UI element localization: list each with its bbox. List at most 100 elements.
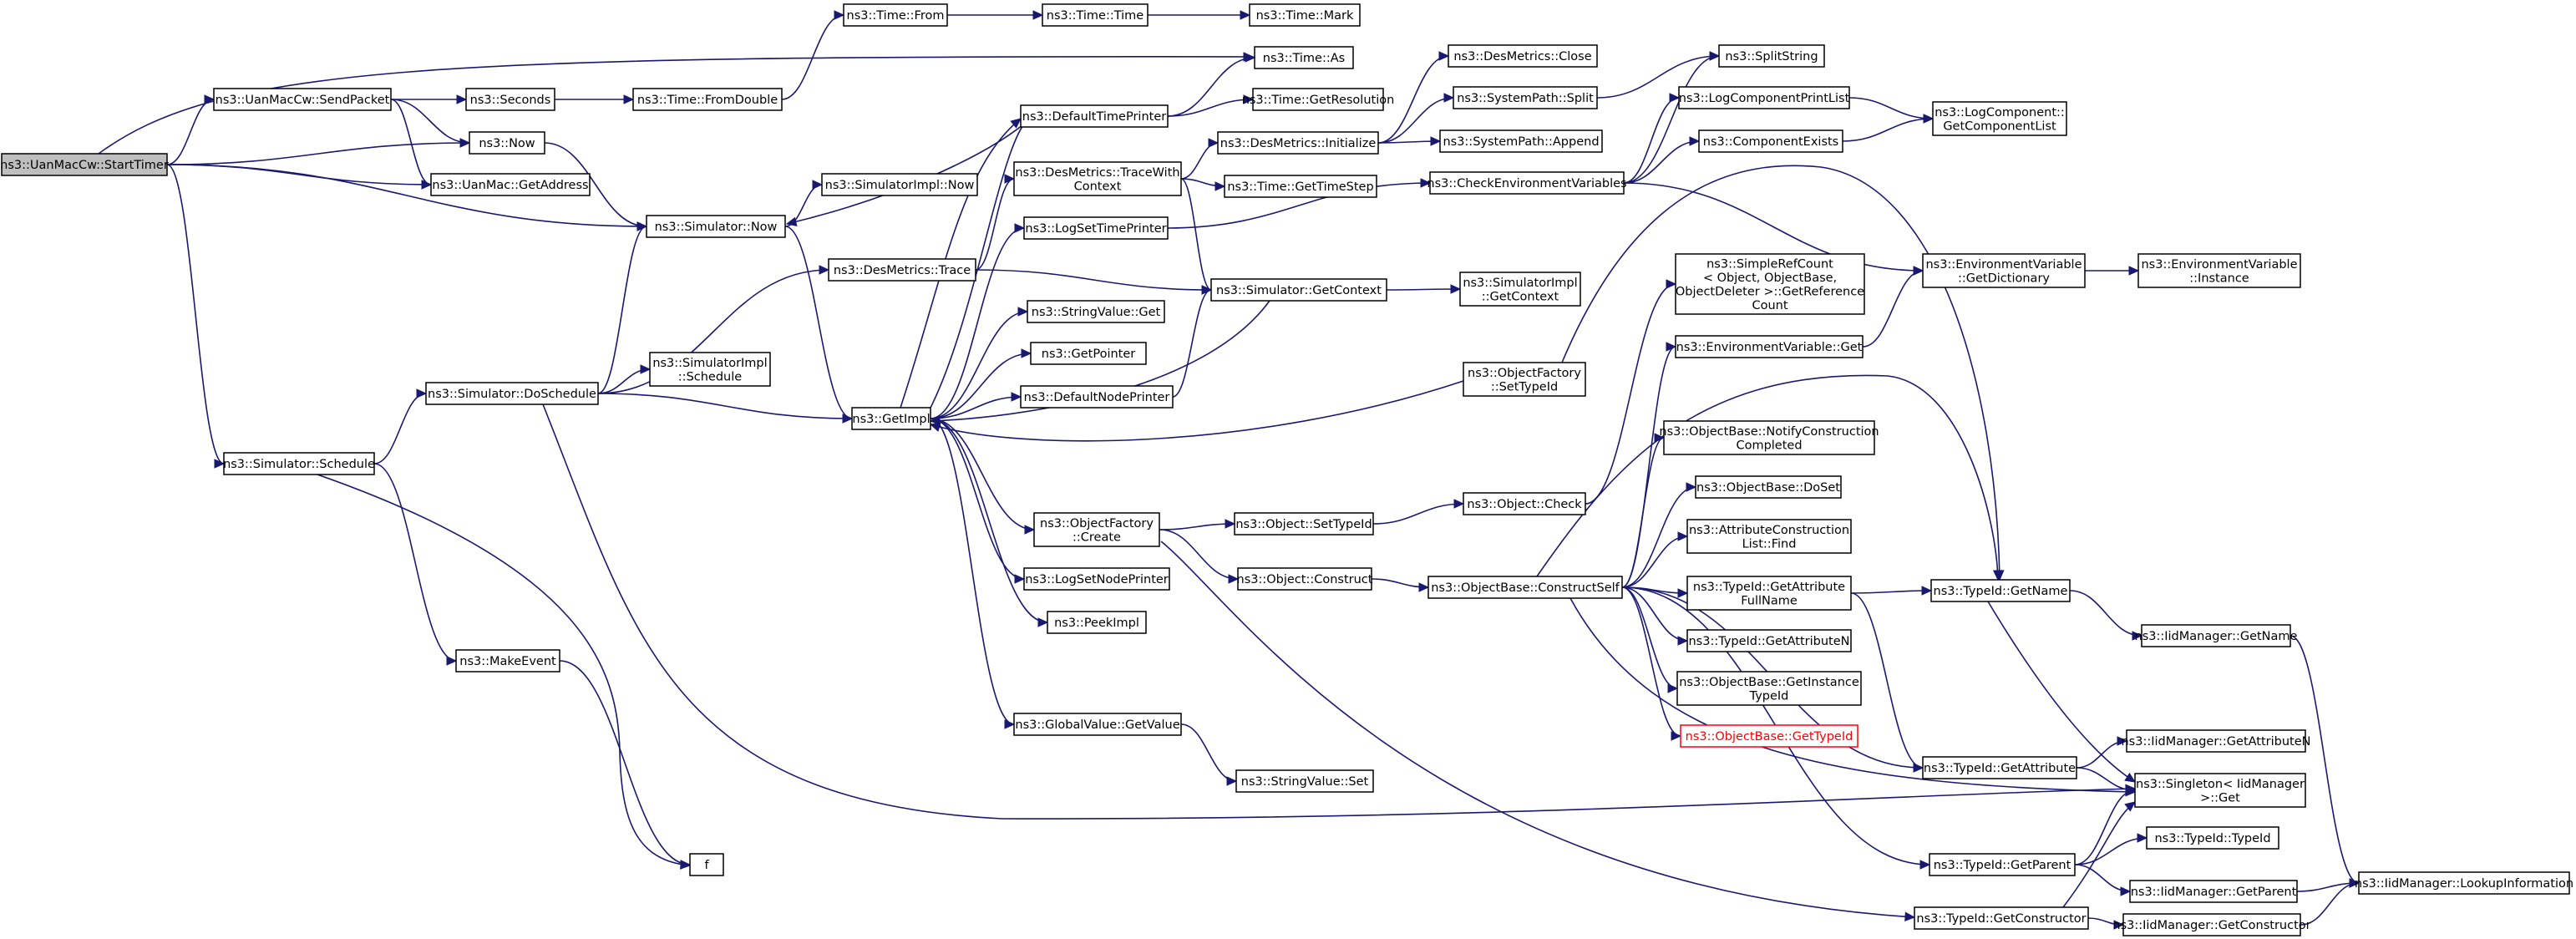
node-label: ns3::Simulator::DoSchedule <box>428 388 596 401</box>
node-makeevent[interactable]: ns3::MakeEvent <box>455 649 560 673</box>
node-notifyconstruction[interactable]: ns3::ObjectBase::NotifyConstructionCompl… <box>1659 420 1879 455</box>
node-defaulttimeprinter[interactable]: ns3::DefaultTimePrinter <box>1020 104 1169 128</box>
node-simimplnow[interactable]: ns3::SimulatorImpl::Now <box>821 173 978 196</box>
node-now[interactable]: ns3::Now <box>469 131 545 155</box>
node-defaultnodeprinter[interactable]: ns3::DefaultNodePrinter <box>1020 385 1174 409</box>
node-seconds[interactable]: ns3::Seconds <box>465 88 555 111</box>
edge-line <box>1987 601 2136 783</box>
edge-line <box>373 393 427 464</box>
node-getattributen[interactable]: ns3::TypeId::GetAttributeN <box>1686 629 1852 652</box>
edge-arrowhead <box>416 388 428 398</box>
node-box <box>1686 519 1852 554</box>
node-simgetcontext[interactable]: ns3::Simulator::GetContext <box>1210 278 1387 302</box>
node-stringvalueset[interactable]: ns3::StringValue::Set <box>1235 769 1374 793</box>
node-label: ns3::ObjectFactory <box>1468 367 1581 380</box>
edge-arrowhead <box>1992 570 2003 581</box>
node-getpointer[interactable]: ns3::GetPointer <box>1030 342 1147 365</box>
node-schedule[interactable]: ns3::Simulator::Schedule <box>223 452 375 475</box>
node-fromdouble[interactable]: ns3::Time::FromDouble <box>632 88 783 111</box>
node-box <box>1463 492 1586 515</box>
node-iidgetname[interactable]: ns3::IidManager::GetName <box>2135 624 2298 647</box>
node-objsettypeid[interactable]: ns3::Object::SetTypeId <box>1234 512 1374 535</box>
node-doschedule[interactable]: ns3::Simulator::DoSchedule <box>425 382 599 405</box>
node-from[interactable]: ns3::Time::From <box>843 3 948 27</box>
node-mark[interactable]: ns3::Time::Mark <box>1249 3 1361 27</box>
node-typeidgetname[interactable]: ns3::TypeId::GetName <box>1930 579 2071 602</box>
node-label: ns3::TypeId::GetAttribute <box>1693 581 1845 594</box>
node-iidgetattributen[interactable]: ns3::IidManager::GetAttributeN <box>2121 729 2311 753</box>
node-getresolution[interactable]: ns3::Time::GetResolution <box>1242 88 1395 111</box>
node-syspathsplit[interactable]: ns3::SystemPath::Split <box>1453 86 1598 109</box>
node-globalvaluegetvalue[interactable]: ns3::GlobalValue::GetValue <box>1013 713 1182 736</box>
node-logsettimeprinter[interactable]: ns3::LogSetTimePrinter <box>1023 216 1169 240</box>
edge-arrowhead <box>1011 392 1022 402</box>
node-label: ns3::UanMac::GetAddress <box>432 179 588 192</box>
node-sendpacket[interactable]: ns3::UanMacCw::SendPacket <box>213 88 392 111</box>
node-box <box>1047 611 1147 634</box>
edge-line <box>1167 57 1255 117</box>
node-splitstring[interactable]: ns3::SplitString <box>1718 44 1825 68</box>
node-syspathappend[interactable]: ns3::SystemPath::Append <box>1439 129 1603 153</box>
node-label: ns3::SimulatorImpl <box>1463 277 1577 290</box>
node-desmclose[interactable]: ns3::DesMetrics::Close <box>1448 44 1598 68</box>
node-getimpl[interactable]: ns3::GetImpl <box>851 407 931 430</box>
node-typeidgetparent[interactable]: ns3::TypeId::GetParent <box>1929 853 2076 876</box>
node-logcompgetlist[interactable]: ns3::LogComponent::GetComponentList <box>1932 101 2067 136</box>
node-envvarinstance[interactable]: ns3::EnvironmentVariable::Instance <box>2137 253 2301 288</box>
node-getaddress[interactable]: ns3::UanMac::GetAddress <box>430 173 591 196</box>
node-iidgetconstructor[interactable]: ns3::IidManager::GetConstructor <box>2112 913 2311 936</box>
edge-defaulttimeprinter-to-getresolution <box>1167 94 1255 117</box>
node-box <box>1922 756 2077 779</box>
edge-arrowhead <box>623 94 635 104</box>
node-objbasegettypeid[interactable]: ns3::ObjectBase::GetTypeId <box>1680 724 1858 748</box>
edge-sendpacket-to-now <box>390 99 471 148</box>
node-peekimpl[interactable]: ns3::PeekImpl <box>1047 611 1147 634</box>
node-constructself[interactable]: ns3::ObjectBase::ConstructSelf <box>1427 576 1623 599</box>
node-typeidtypeid[interactable]: ns3::TypeId::TypeId <box>2146 826 2279 850</box>
node-box <box>1678 86 1850 109</box>
node-checkenv[interactable]: ns3::CheckEnvironmentVariables <box>1427 171 1627 195</box>
node-gettimestep[interactable]: ns3::Time::GetTimeStep <box>1224 175 1377 198</box>
node-objfactorycreate[interactable]: ns3::ObjectFactory::Create <box>1033 512 1160 547</box>
edge-line <box>166 164 647 227</box>
node-typeidgetattribute[interactable]: ns3::TypeId::GetAttribute <box>1922 756 2077 779</box>
edge-arrowhead <box>1240 10 1251 20</box>
node-iidgetparent[interactable]: ns3::IidManager::GetParent <box>2129 880 2298 903</box>
node-objconstruct[interactable]: ns3::Object::Construct <box>1237 567 1373 591</box>
node-label: ::SetTypeId <box>1491 380 1558 393</box>
node-typeidgetconstructor[interactable]: ns3::TypeId::GetConstructor <box>1914 906 2089 930</box>
edge-arrowhead <box>1024 525 1036 535</box>
node-stringvalueget[interactable]: ns3::StringValue::Get <box>1027 300 1165 323</box>
node-componentexists[interactable]: ns3::ComponentExists <box>1698 129 1843 153</box>
edge-line <box>1842 118 1934 142</box>
node-simimplgetcontext[interactable]: ns3::SimulatorImpl::GetContext <box>1459 272 1581 307</box>
node-simplerefcount[interactable]: ns3::SimpleRefCount< Object, ObjectBase,… <box>1675 253 1865 315</box>
node-simnow[interactable]: ns3::Simulator::Now <box>646 215 786 238</box>
edge-doschedule-to-getimpl <box>597 393 854 424</box>
node-desminitialize[interactable]: ns3::DesMetrics::Initialize <box>1217 131 1379 155</box>
edge-arrowhead <box>1418 582 1430 592</box>
node-desmtrace[interactable]: ns3::DesMetrics::Trace <box>828 258 976 282</box>
node-logsetnodeprinter[interactable]: ns3::LogSetNodePrinter <box>1023 567 1170 591</box>
node-objfactorysettypeid[interactable]: ns3::ObjectFactory::SetTypeId <box>1463 362 1586 397</box>
node-simimplschedule[interactable]: ns3::SimulatorImpl::Schedule <box>649 352 771 387</box>
edge-doschedule-to-singletonget <box>542 404 2137 820</box>
node-f[interactable]: f <box>689 853 724 876</box>
node-logcompprintlist[interactable]: ns3::LogComponentPrintList <box>1678 86 1850 109</box>
node-label: ns3::PeekImpl <box>1054 617 1139 630</box>
node-iidlookup[interactable]: ns3::IidManager::LookupInformation <box>2355 871 2573 895</box>
node-start[interactable]: ns3::UanMacCw::StartTimer <box>0 153 169 176</box>
edge-line <box>1621 437 1665 588</box>
node-envvargetdict[interactable]: ns3::EnvironmentVariable::GetDictionary <box>1922 253 2086 288</box>
node-as[interactable]: ns3::Time::As <box>1254 46 1354 69</box>
node-singletonget[interactable]: ns3::Singleton< IidManager >::Get <box>2134 773 2306 808</box>
node-doset[interactable]: ns3::ObjectBase::DoSet <box>1695 475 1842 499</box>
node-objcheck[interactable]: ns3::Object::Check <box>1463 492 1586 515</box>
node-time[interactable]: ns3::Time::Time <box>1042 3 1149 27</box>
node-envvarget[interactable]: ns3::EnvironmentVariable::Get <box>1675 335 1864 358</box>
